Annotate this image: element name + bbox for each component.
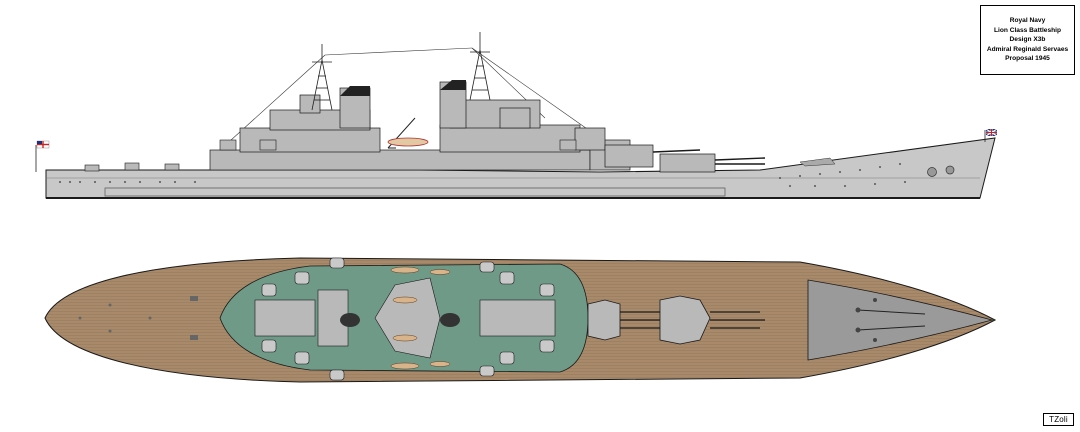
- main-turrets-side: [604, 144, 716, 173]
- main-gun-barrels-side: [652, 149, 766, 165]
- portholes: [59, 163, 906, 187]
- main-turrets-plan: [587, 295, 711, 345]
- anchor-chains: [857, 309, 926, 331]
- main-gun-barrels-plan: [620, 311, 765, 329]
- title-line-navy: Royal Navy: [1009, 17, 1046, 25]
- funnels-plan: [340, 313, 460, 327]
- side-profile-view: [35, 32, 998, 199]
- plan-view: [44, 257, 997, 383]
- title-line-admiral: Admiral Reginald Servaes: [986, 45, 1069, 53]
- secondary-mounts-side: [84, 139, 577, 172]
- title-line-class: Lion Class Battleship: [993, 26, 1062, 34]
- artist-signature: TZoli: [1043, 413, 1074, 426]
- title-block: Royal Navy Lion Class Battleship Design …: [980, 5, 1075, 75]
- union-jack-icon: [985, 128, 998, 137]
- white-ensign-icon: [36, 140, 50, 149]
- quarterdeck-fittings: [78, 296, 198, 340]
- title-line-design: Design X3b: [1009, 36, 1046, 44]
- title-line-proposal: Proposal 1945: [1005, 55, 1050, 63]
- superstructure-side: [209, 81, 631, 171]
- capstans: [855, 298, 877, 342]
- forecastle-deck: [807, 279, 994, 361]
- superstructure-blocks-plan: [254, 277, 556, 359]
- funnel-caps: [340, 80, 466, 96]
- breakwater: [799, 157, 836, 167]
- lattice-masts: [311, 32, 491, 111]
- ships-boat: [387, 137, 429, 147]
- secondary-mounts-plan: [261, 257, 555, 381]
- anchor-hawse: [927, 165, 955, 177]
- armour-belt: [104, 187, 726, 197]
- boats-plan: [390, 266, 451, 370]
